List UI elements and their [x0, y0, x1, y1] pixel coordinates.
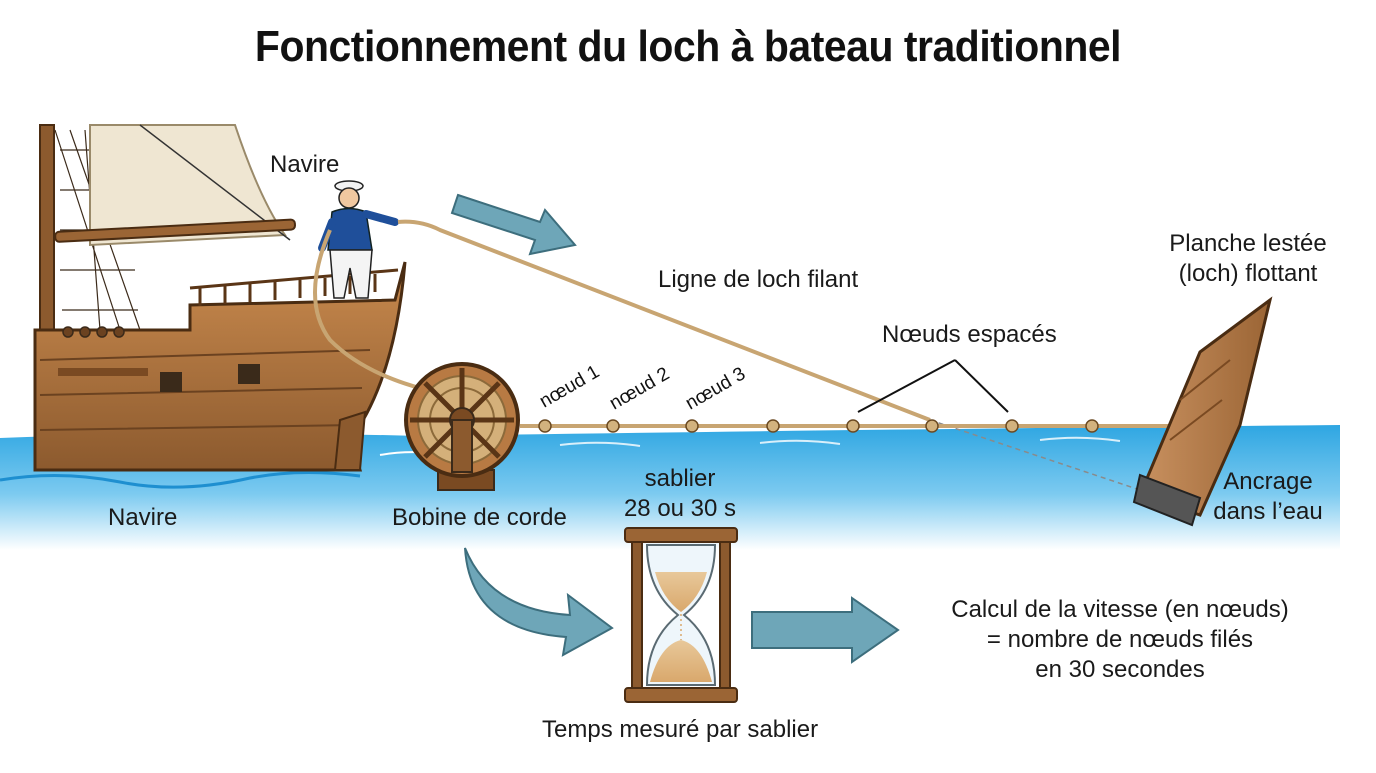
hourglass-label-line2: 28 ou 30 s — [600, 494, 760, 524]
anchor-label: Ancrage dans l’eau — [1198, 467, 1338, 527]
knot-label-1: nœud 1 — [536, 361, 603, 412]
anchor-label-line1: Ancrage — [1198, 467, 1338, 497]
page-title: Fonctionnement du loch à bateau traditio… — [48, 22, 1328, 72]
ship-label-bottom: Navire — [108, 503, 177, 533]
knots-pointer — [858, 360, 1008, 412]
hourglass-icon — [625, 528, 737, 702]
time-measured-label: Temps mesuré par sablier — [542, 715, 818, 745]
ship-label-top: Navire — [270, 150, 339, 180]
board-label-line1: Planche lestée — [1148, 229, 1348, 259]
board-label-line2: (loch) flottant — [1148, 259, 1348, 289]
log-line-label: Ligne de loch filant — [658, 265, 858, 295]
knot-label-2: nœud 2 — [606, 363, 673, 414]
ship-icon — [35, 125, 405, 470]
knot-label-3: nœud 3 — [682, 363, 749, 414]
sailor-icon — [322, 181, 395, 298]
hourglass-label-line1: sablier — [600, 464, 760, 494]
anchor-label-line2: dans l’eau — [1198, 497, 1338, 527]
speed-calculation-label: Calcul de la vitesse (en nœuds) = nombre… — [930, 595, 1310, 685]
reel-label: Bobine de corde — [392, 503, 567, 533]
board-label: Planche lestée (loch) flottant — [1148, 229, 1348, 289]
calc-line1: Calcul de la vitesse (en nœuds) — [930, 595, 1310, 625]
calc-line3: en 30 secondes — [930, 655, 1310, 685]
calc-line2: = nombre de nœuds filés — [930, 625, 1310, 655]
knots-spaced-label: Nœuds espacés — [882, 320, 1057, 350]
hourglass-label: sablier 28 ou 30 s — [600, 464, 760, 524]
